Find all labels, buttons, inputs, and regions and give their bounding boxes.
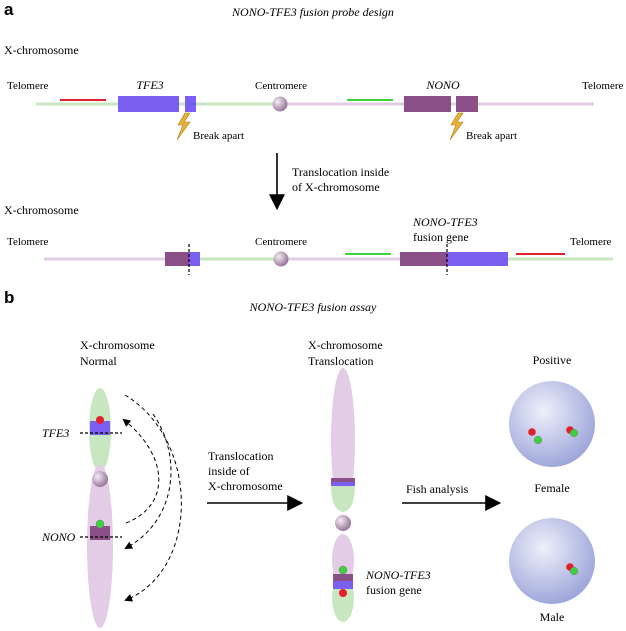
telomere-left-top: Telomere [7, 80, 48, 92]
centromere-top [272, 96, 288, 112]
tfe3-fragment-left [189, 252, 200, 266]
normal-red-probe [96, 416, 104, 424]
nono-gene-label: NONO [425, 78, 460, 92]
fusion-nono-part [400, 252, 447, 266]
fusion-red-probe [339, 589, 347, 597]
fusion-tfe3-part [447, 252, 508, 266]
telomere-left-bottom: Telomere [7, 236, 48, 248]
normal-green-probe [95, 519, 105, 529]
break-apart-bolt-icon-left [176, 112, 191, 141]
centromere-label-top: Centromere [255, 80, 307, 92]
female-label: Female [534, 481, 569, 495]
translocated-label-line1: X-chromosome [308, 338, 383, 352]
translocation-text-b-line3: X-chromosome [208, 479, 283, 493]
break-apart-bolt-icon-right [449, 112, 464, 141]
translocation-text-b-line2: inside of [208, 464, 250, 478]
male-nucleus-body [509, 518, 595, 604]
dashed-swap-arrow-inner [122, 418, 160, 524]
male-label: Male [540, 610, 565, 624]
bottom-chromosome [44, 244, 613, 275]
female-nucleus-body [509, 381, 595, 467]
translocation-text-a-line2: of X-chromosome [292, 180, 380, 194]
fusion-band-tfe3 [333, 581, 353, 589]
panel-b-title: NONO-TFE3 fusion assay [249, 300, 377, 314]
fusion-gene-label-line1: NONO-TFE3 [412, 215, 478, 229]
translocated-upper-band [331, 478, 355, 483]
nono-gene-block [404, 96, 451, 112]
tfe3-gene-block-small [185, 96, 196, 112]
translocated-centromere [335, 515, 351, 531]
normal-label-line2: Normal [80, 354, 117, 368]
translocated-upper-band-blue [331, 482, 355, 486]
fish-analysis-label: Fish analysis [406, 482, 469, 496]
panel-a-title: NONO-TFE3 fusion probe design [231, 5, 394, 19]
tfe3-gene-label: TFE3 [136, 78, 163, 92]
telomere-right-bottom: Telomere [570, 236, 611, 248]
tfe3-gene-block [118, 96, 179, 112]
female-red-probe-1 [528, 428, 536, 436]
normal-label-line1: X-chromosome [80, 338, 155, 352]
x-chromosome-label-bottom: X-chromosome [4, 203, 79, 217]
translocated-chromosome [331, 368, 355, 622]
dashed-swap-arrow-outer [124, 394, 182, 602]
centromere-label-bottom: Centromere [255, 236, 307, 248]
translocated-lower-arm-pink [332, 534, 354, 586]
translocated-upper-arm-pink [331, 368, 355, 512]
top-chromosome [36, 96, 594, 112]
nono-fragment-left [165, 252, 189, 266]
nono-gene-block-small [456, 96, 478, 112]
x-chromosome-label-top: X-chromosome [4, 43, 79, 57]
translocation-text-a-line1: Translocation inside [292, 165, 389, 179]
nono-label-b: NONO [41, 530, 76, 544]
translocated-upper-arm-green [331, 485, 355, 512]
centromere-bottom [273, 251, 289, 267]
fusion-green-probe [338, 565, 348, 575]
male-green-probe [569, 566, 579, 576]
fusion-label-b-line2: fusion gene [366, 583, 422, 597]
normal-chromosome-lower-arm [87, 464, 113, 628]
female-green-probe-1 [533, 435, 543, 445]
female-green-probe-2 [569, 428, 579, 438]
dashed-swap-arrow-middle [124, 413, 172, 549]
normal-centromere [92, 471, 108, 487]
fusion-band-nono [333, 574, 353, 581]
translocation-text-b-line1: Translocation [208, 449, 274, 463]
break-apart-label-left: Break apart [193, 130, 244, 142]
panel-a-label: a [4, 0, 14, 19]
positive-label: Positive [533, 353, 572, 367]
fusion-label-b-line1: NONO-TFE3 [365, 568, 431, 582]
translocated-label-line2: Translocation [308, 354, 374, 368]
female-nucleus [509, 381, 595, 467]
normal-chromosome [80, 388, 122, 628]
panel-b-label: b [4, 288, 14, 307]
normal-tfe3-band [90, 421, 110, 435]
male-nucleus [509, 518, 595, 604]
tfe3-label-b: TFE3 [42, 426, 69, 440]
fusion-gene-label-line2: fusion gene [413, 230, 469, 244]
break-apart-label-right: Break apart [466, 130, 517, 142]
telomere-right-top: Telomere [582, 80, 623, 92]
